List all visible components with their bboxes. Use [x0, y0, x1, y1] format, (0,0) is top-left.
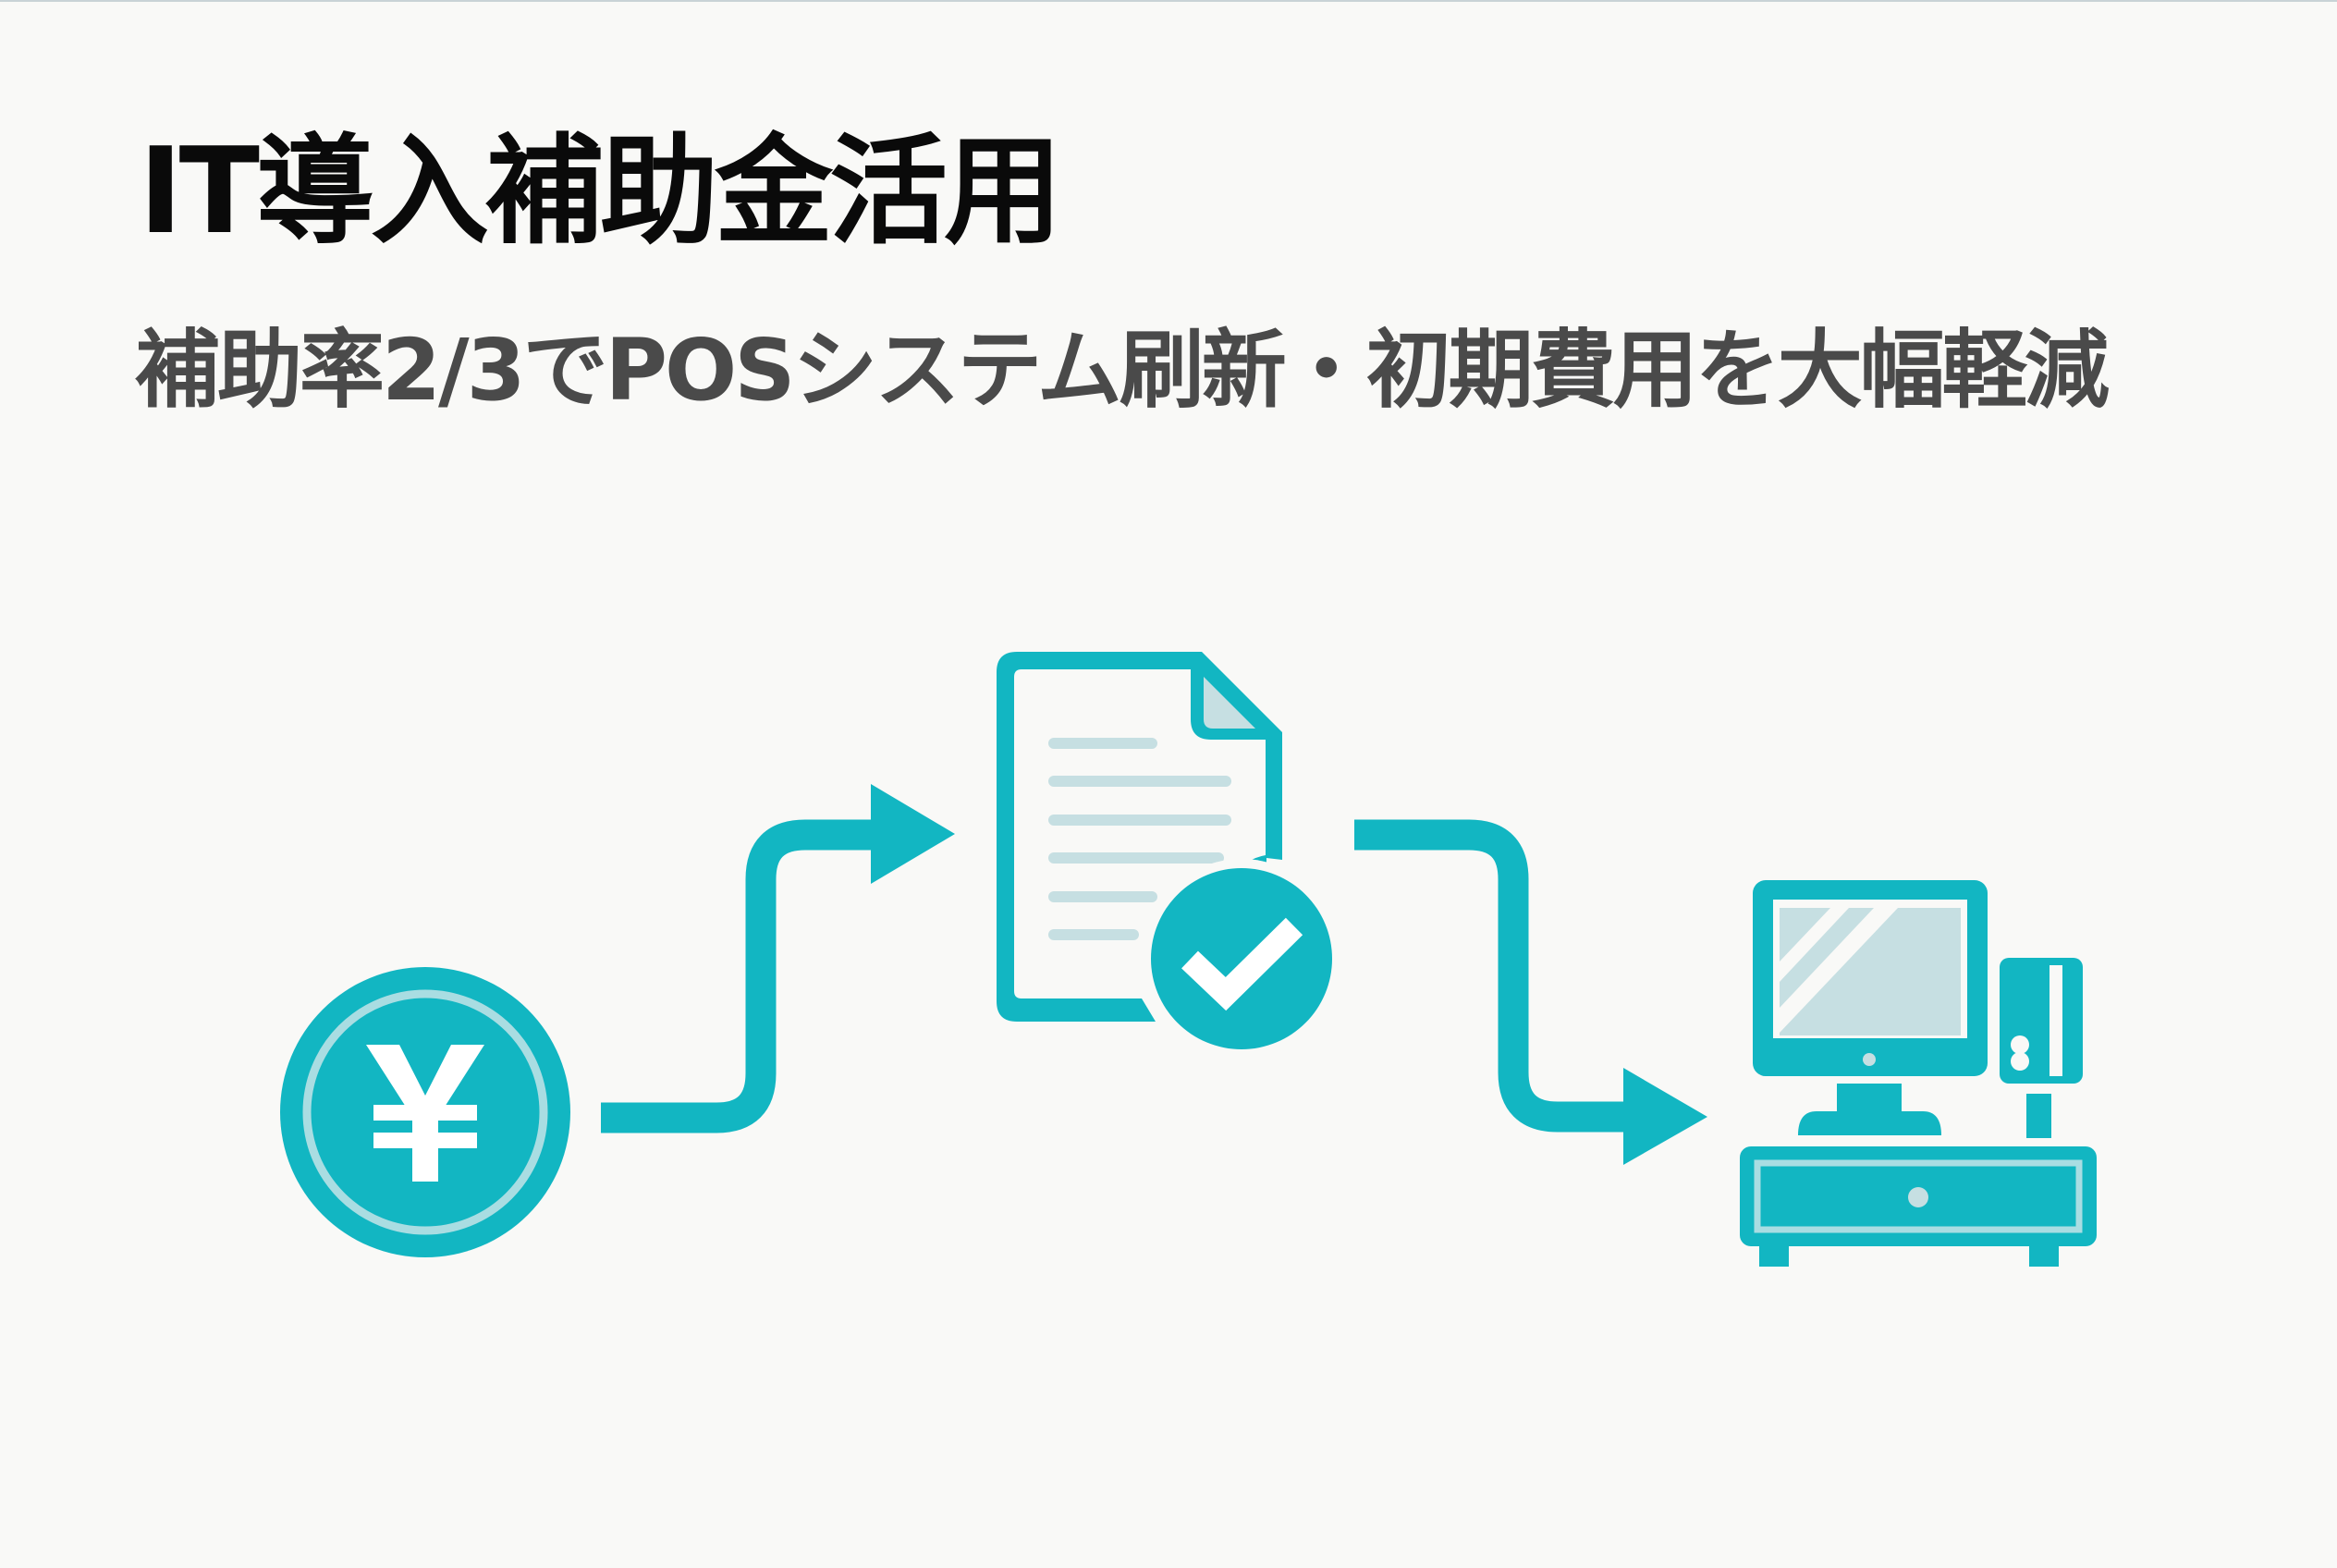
top-border	[0, 0, 2337, 2]
page-subtitle: 補助率2/3でPOSシステム刷新・初期費用を大幅軽減	[135, 321, 2110, 420]
pos-terminal-icon	[1740, 880, 2097, 1267]
step-arrow-down	[1354, 819, 1707, 1165]
step-arrow-up	[601, 784, 955, 1133]
approved-document-icon	[997, 652, 1341, 1059]
check-circle-icon	[1151, 868, 1332, 1049]
yen-coin-icon	[280, 967, 570, 1257]
page-title: IT導入補助金活用	[139, 123, 1062, 261]
